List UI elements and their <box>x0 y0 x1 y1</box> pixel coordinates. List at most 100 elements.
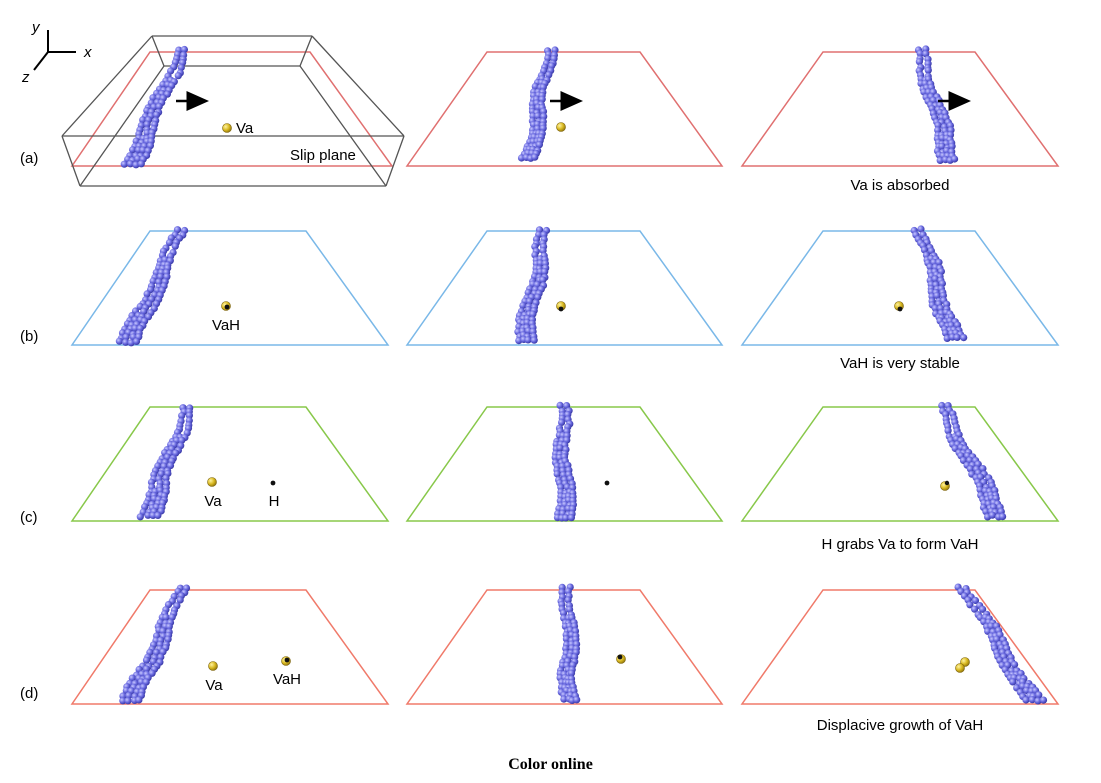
atom-icon <box>988 511 997 519</box>
atom-icon <box>534 112 542 120</box>
row-label-c: (c) <box>20 509 38 526</box>
plane-a1 <box>70 51 394 167</box>
atom-icon <box>917 225 925 233</box>
atom-icon <box>137 160 145 168</box>
axis-x-label: x <box>83 44 92 61</box>
label-h-c1: H <box>269 493 280 510</box>
atom-icon <box>165 239 174 247</box>
hydrogen-icon <box>604 480 610 486</box>
atom-icon <box>119 697 127 705</box>
atom-icon <box>944 427 952 435</box>
atom-icon <box>531 82 539 90</box>
atom-icon <box>948 142 956 150</box>
atom-icon <box>539 83 547 91</box>
atom-icon <box>933 292 941 300</box>
atom-icon <box>539 124 547 132</box>
atom-icon <box>162 613 170 621</box>
atom-icon <box>531 153 539 161</box>
atom-icon <box>135 696 143 704</box>
vacancy-icon <box>556 122 566 132</box>
atom-icon <box>951 155 959 163</box>
atom-icon <box>144 511 152 519</box>
atom-icon <box>134 155 142 163</box>
atom-icon <box>966 601 974 609</box>
atom-icon <box>143 120 151 128</box>
plane-b3 <box>740 230 1060 346</box>
atom-icon <box>926 263 934 271</box>
atom-icon <box>979 605 987 613</box>
atom-icon <box>559 609 568 617</box>
atom-icon <box>971 605 979 613</box>
atom-icon <box>153 111 161 119</box>
footer-note: Color online <box>508 756 593 773</box>
row-label-a: (a) <box>20 150 38 167</box>
atom-icon <box>971 596 980 605</box>
slip-planes <box>70 51 1060 705</box>
atom-icon <box>1022 696 1030 704</box>
atom-icon <box>924 66 932 74</box>
atom-icon <box>539 276 547 284</box>
label-vah-b1: VaH <box>212 317 240 334</box>
atom-icon <box>136 513 144 521</box>
atom-icon <box>178 436 186 444</box>
atom-icon <box>573 696 581 704</box>
plane-c1 <box>70 406 390 522</box>
atom-icon <box>566 605 574 614</box>
atom-icon <box>987 622 995 630</box>
atom-icon <box>931 275 939 283</box>
plane-c2 <box>405 406 724 522</box>
atom-icon <box>171 242 179 250</box>
atom-icon <box>524 336 532 344</box>
atom-icon <box>931 304 939 312</box>
defects <box>207 122 970 673</box>
atom-icon <box>562 635 571 643</box>
plane-d1 <box>70 589 390 705</box>
atom-icon <box>122 333 130 341</box>
atom-icon <box>142 656 151 664</box>
axis-z-label: z <box>21 69 30 86</box>
hydrogen-icon <box>270 480 276 486</box>
atom-icon <box>132 337 141 345</box>
atom-icon <box>131 324 139 332</box>
plane-d2 <box>405 589 724 705</box>
atom-icon <box>126 160 134 168</box>
atom-icon <box>999 513 1007 521</box>
plane-c3 <box>740 406 1060 522</box>
atom-icon <box>562 514 570 522</box>
atom-icon <box>916 49 924 58</box>
atom-icon <box>553 470 561 478</box>
atom-icon <box>1011 661 1019 669</box>
atom-icon <box>155 278 163 286</box>
vacancy-icon <box>207 477 217 487</box>
plane-a3 <box>740 51 1060 167</box>
atom-icon <box>1028 696 1036 704</box>
atom-icon <box>139 116 147 124</box>
vacancy-icon <box>208 661 218 671</box>
hydrogen-icon <box>617 654 623 660</box>
atom-icon <box>176 596 184 604</box>
atom-icon <box>140 307 148 315</box>
atom-icon <box>1035 691 1043 699</box>
hydrogen-icon <box>897 306 903 312</box>
atom-icon <box>168 613 176 621</box>
atom-icon <box>529 310 537 318</box>
hydrogen-icon <box>944 480 950 486</box>
atom-icon <box>185 411 193 419</box>
caption-c3: H grabs Va to form VaH <box>821 536 978 553</box>
vacancy-icon <box>222 123 232 133</box>
atom-icon <box>556 444 564 452</box>
axis-y-label: y <box>31 19 41 36</box>
caption-b3: VaH is very stable <box>840 355 960 372</box>
atom-icon <box>166 462 175 470</box>
atom-icon <box>530 336 538 344</box>
atom-icon <box>953 333 961 341</box>
plane-b1 <box>70 230 390 346</box>
atom-icon <box>915 58 924 66</box>
atom-icon <box>526 297 534 305</box>
atom-icon <box>139 146 147 154</box>
atom-icon <box>1034 697 1042 705</box>
plane-d3 <box>740 589 1060 705</box>
label-va-c1: Va <box>204 493 222 510</box>
atom-icon <box>922 50 930 58</box>
vacancy-icon <box>955 663 965 673</box>
